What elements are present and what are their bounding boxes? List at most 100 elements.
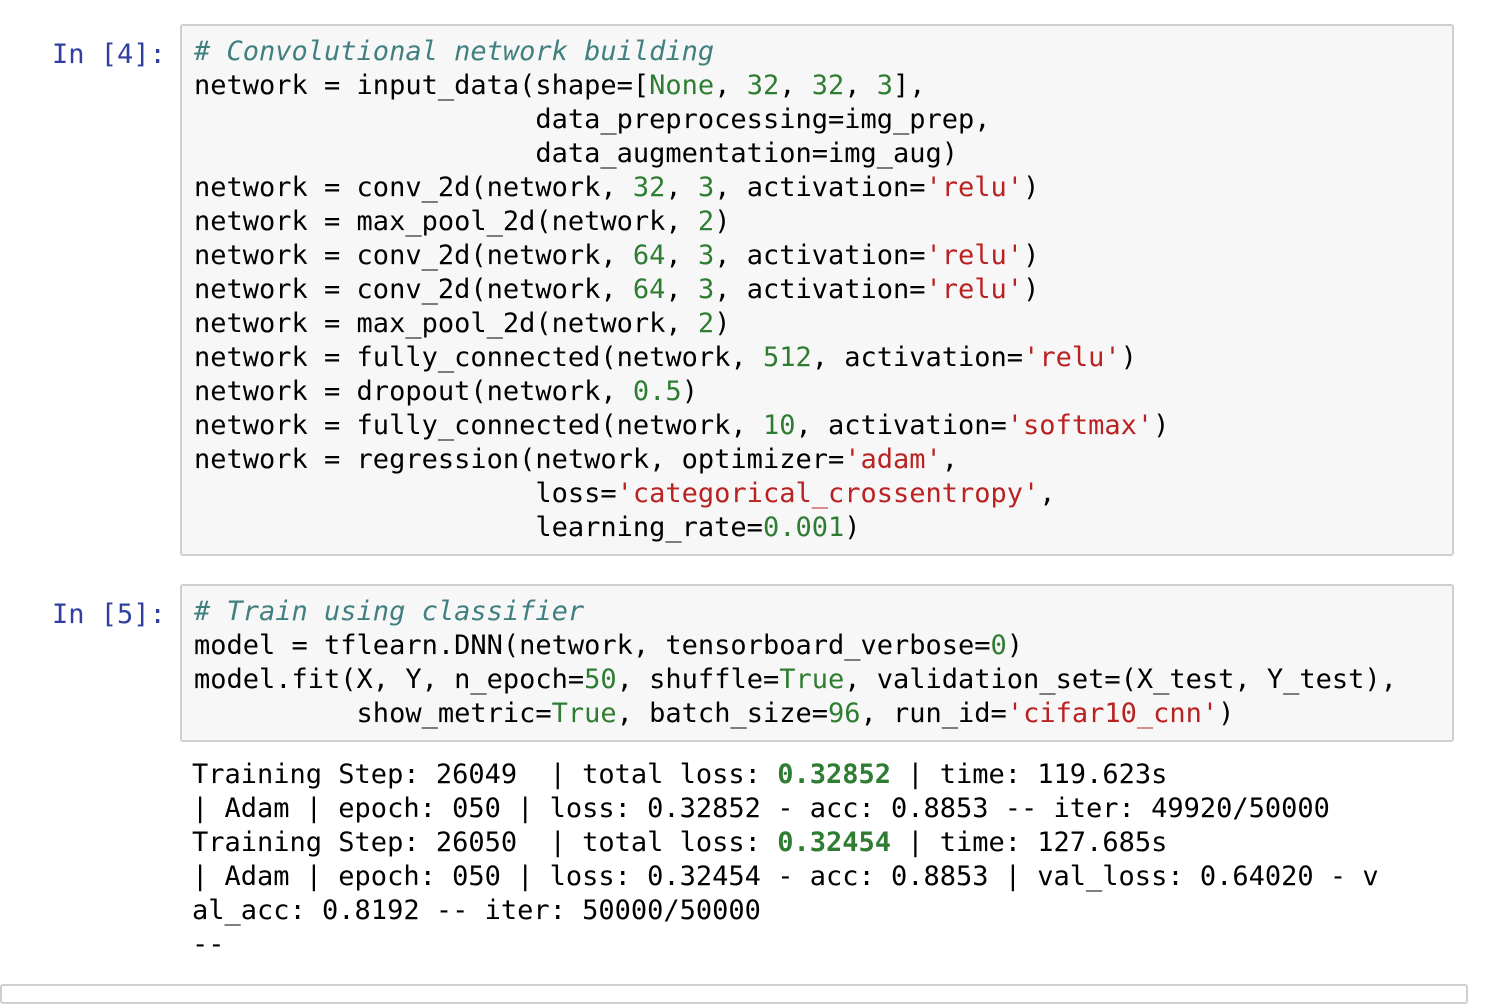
output-line: -- <box>192 928 1472 962</box>
code-token: 64 <box>632 240 666 271</box>
code-token: network = conv_2d(network, <box>194 274 633 305</box>
code-token: None <box>649 70 715 101</box>
code-token: 3 <box>876 70 894 101</box>
code-line: network = fully_connected(network, 512, … <box>194 341 1440 375</box>
code-token: network = regression(network, optimizer= <box>194 444 845 475</box>
code-token: , activation= <box>714 240 926 271</box>
output-line: Training Step: 26049 | total loss: 0.328… <box>192 758 1472 792</box>
code-token: , <box>665 172 698 203</box>
code-line: network = fully_connected(network, 10, a… <box>194 409 1440 443</box>
code-token: network = fully_connected(network, <box>194 342 763 373</box>
code-token: 'relu' <box>925 240 1024 271</box>
code-token: network = max_pool_2d(network, <box>194 206 698 237</box>
code-token: data_preprocessing=img_prep, <box>194 104 991 135</box>
code-token: model.fit(X, Y, n_epoch= <box>194 664 585 695</box>
code-token: 96 <box>827 698 861 729</box>
code-token: 32 <box>811 70 845 101</box>
code-comment: # Train using classifier <box>194 596 585 627</box>
code-line: show_metric=True, batch_size=96, run_id=… <box>194 697 1440 731</box>
code-token: network = input_data(shape=[ <box>194 70 650 101</box>
code-token: show_metric= <box>194 698 552 729</box>
code-line: network = conv_2d(network, 32, 3, activa… <box>194 171 1440 205</box>
next-code-cell[interactable] <box>0 984 1468 1004</box>
code-token: 'cifar10_cnn' <box>1006 698 1219 729</box>
code-token: 50 <box>584 664 617 695</box>
code-token: ) <box>1218 698 1235 729</box>
code-line: loss='categorical_crossentropy', <box>194 477 1440 511</box>
code-token: 10 <box>762 410 796 441</box>
code-token: 'categorical_crossentropy' <box>616 478 1040 509</box>
loss-value: 0.32852 <box>777 759 891 790</box>
code-token: network = dropout(network, <box>194 376 633 407</box>
code-token: 0.001 <box>762 512 845 543</box>
code-line: # Train using classifier <box>194 595 1440 629</box>
code-token: al_acc: 0.8192 -- iter: 50000/50000 <box>192 895 761 926</box>
code-token: , run_id= <box>860 698 1007 729</box>
code-line: network = regression(network, optimizer=… <box>194 443 1440 477</box>
code-token: 3 <box>697 172 715 203</box>
code-token: network = fully_connected(network, <box>194 410 763 441</box>
code-comment: # Convolutional network building <box>194 36 715 67</box>
code-line: model.fit(X, Y, n_epoch=50, shuffle=True… <box>194 663 1440 697</box>
code-token: , <box>665 240 698 271</box>
code-token: 0 <box>990 630 1007 661</box>
cell-output: Training Step: 26049 | total loss: 0.328… <box>192 758 1472 962</box>
code-token: , <box>665 274 698 305</box>
code-token: ) <box>681 376 698 407</box>
code-token: , <box>844 70 877 101</box>
code-token: 3 <box>697 240 715 271</box>
code-token: ) <box>844 512 861 543</box>
code-token: , activation= <box>714 172 926 203</box>
code-token: ) <box>1120 342 1137 373</box>
code-token: model = tflearn.DNN(network, tensorboard… <box>194 630 991 661</box>
code-token: Training Step: 26049 | total loss: <box>192 759 778 790</box>
code-token: network = max_pool_2d(network, <box>194 308 698 339</box>
code-token: 2 <box>697 206 715 237</box>
code-line: network = dropout(network, 0.5) <box>194 375 1440 409</box>
code-token: 'relu' <box>925 274 1024 305</box>
code-line: learning_rate=0.001) <box>194 511 1440 545</box>
code-line: data_augmentation=img_aug) <box>194 137 1440 171</box>
code-token: , shuffle= <box>616 664 780 695</box>
loss-value: 0.32454 <box>777 827 891 858</box>
code-token: 2 <box>697 308 715 339</box>
code-line: network = input_data(shape=[None, 32, 32… <box>194 69 1440 103</box>
code-token: , <box>714 70 747 101</box>
code-token: ) <box>1023 172 1040 203</box>
code-token: Training Step: 26050 | total loss: <box>192 827 778 858</box>
code-token: 'softmax' <box>1006 410 1154 441</box>
code-token: network = conv_2d(network, <box>194 172 633 203</box>
code-line: model = tflearn.DNN(network, tensorboard… <box>194 629 1440 663</box>
code-token: | Adam | epoch: 050 | loss: 0.32852 - ac… <box>192 793 1330 824</box>
code-line: network = max_pool_2d(network, 2) <box>194 307 1440 341</box>
output-line: Training Step: 26050 | total loss: 0.324… <box>192 826 1472 860</box>
code-token: ], <box>893 70 926 101</box>
code-line: network = max_pool_2d(network, 2) <box>194 205 1440 239</box>
input-prompt: In [5]: <box>52 599 166 630</box>
code-token: , validation_set=(X_test, Y_test), <box>844 664 1397 695</box>
code-token: ) <box>1006 630 1024 661</box>
output-line: al_acc: 0.8192 -- iter: 50000/50000 <box>192 894 1472 928</box>
code-token: 3 <box>697 274 715 305</box>
code-token: , activation= <box>811 342 1024 373</box>
code-token: 64 <box>632 274 666 305</box>
code-token: , batch_size= <box>616 698 828 729</box>
code-token: 'relu' <box>1023 342 1121 373</box>
code-token: | time: 119.623s <box>891 759 1168 790</box>
output-line: | Adam | epoch: 050 | loss: 0.32852 - ac… <box>192 792 1472 826</box>
code-line: data_preprocessing=img_prep, <box>194 103 1440 137</box>
code-line: # Convolutional network building <box>194 35 1440 69</box>
code-token: | time: 127.685s <box>891 827 1168 858</box>
code-token: loss= <box>194 478 617 509</box>
code-token: 'adam' <box>844 444 942 475</box>
code-token: 32 <box>746 70 780 101</box>
output-line: | Adam | epoch: 050 | loss: 0.32454 - ac… <box>192 860 1472 894</box>
code-token: , activation= <box>795 410 1007 441</box>
input-prompt: In [4]: <box>52 39 166 70</box>
code-token: -- <box>192 929 225 960</box>
code-line: network = conv_2d(network, 64, 3, activa… <box>194 273 1440 307</box>
code-token: ) <box>714 308 731 339</box>
code-token: 0.5 <box>632 376 682 407</box>
